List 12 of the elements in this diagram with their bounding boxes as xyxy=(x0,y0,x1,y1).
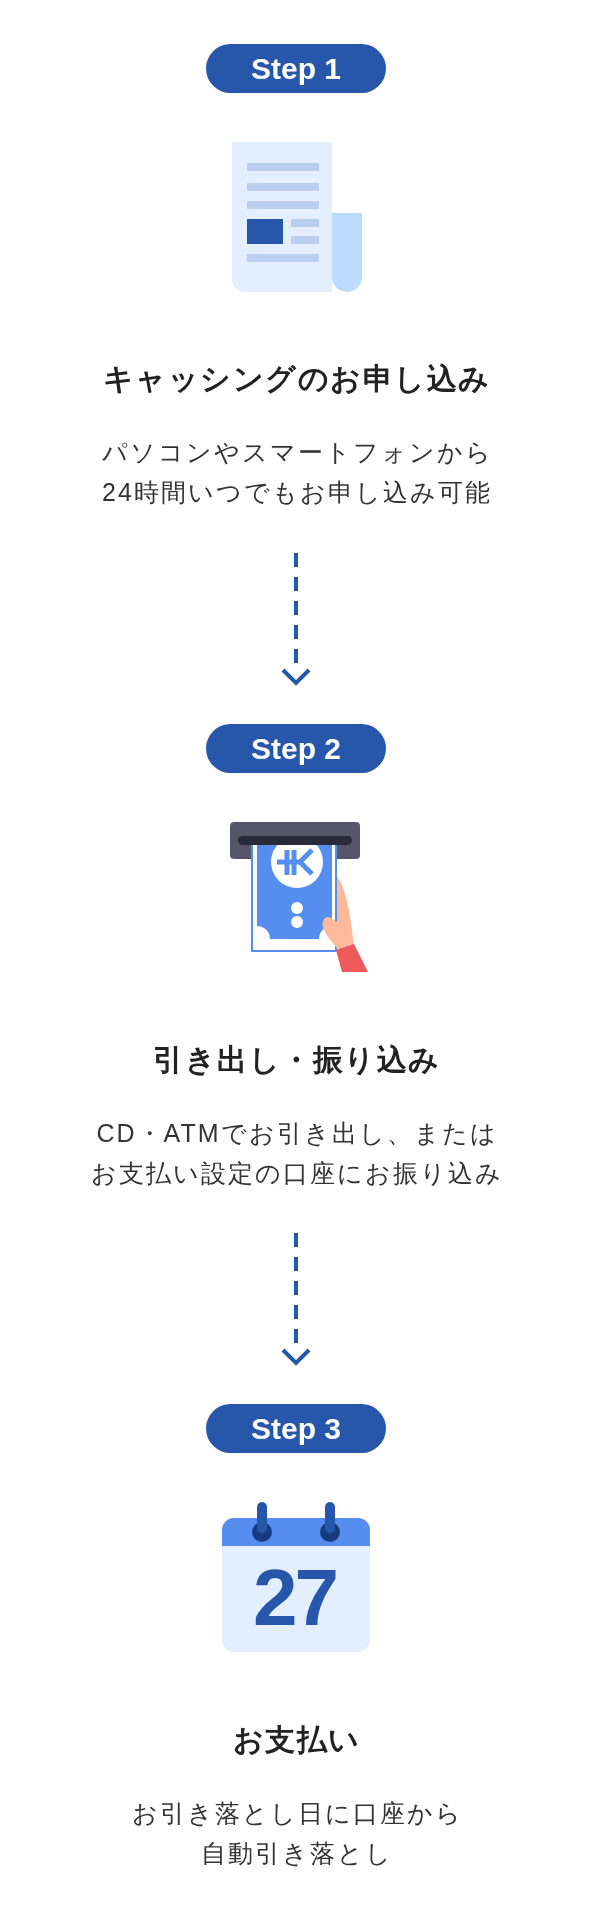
dashed-arrow xyxy=(281,1233,311,1365)
step-description: お引き落とし日に口座から自動引き落とし xyxy=(130,1798,464,1869)
step-badge: Step 2 xyxy=(206,724,386,773)
step-title: 引き出し・振り込み xyxy=(152,1042,441,1078)
step-badge: Step 1 xyxy=(206,44,386,93)
step-description: パソコンやスマートフォンから24時間いつでもお申し込み可能 xyxy=(100,437,494,508)
step-title: お支払い xyxy=(231,1722,361,1758)
step-description: CD・ATMでお引き出し、またはお支払い設定の口座にお振り込み xyxy=(90,1118,504,1189)
calendar-date: 27 xyxy=(253,1558,337,1638)
dashed-arrow xyxy=(281,553,311,685)
step-badge: Step 3 xyxy=(206,1404,386,1453)
step-title: キャッシングのお申し込み xyxy=(101,361,491,397)
